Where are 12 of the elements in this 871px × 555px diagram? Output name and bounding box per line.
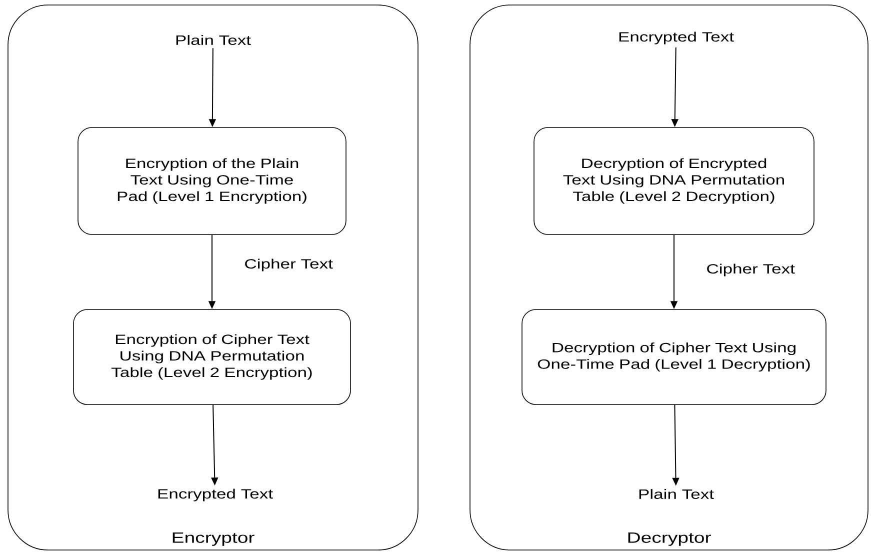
process-box: Decryption of Encrypted Text Using DNA Permutation Table (Level 2 Decryption) <box>534 127 814 235</box>
edge-label: Cipher Text <box>245 258 333 272</box>
flow-text: Encrypted Text <box>158 488 273 502</box>
process-box: Encryption of the Plain Text Using One-Time Pad (Level 1 Encryption) <box>78 127 346 235</box>
edge-label: Cipher Text <box>707 264 795 276</box>
process-box: Decryption of Cipher Text Using One-Time Pad (Level 1 Decryption) <box>522 309 826 405</box>
flow-text: Plain Text <box>176 35 251 45</box>
panel-title: Decryptor <box>628 532 711 546</box>
panel-title: Encryptor <box>172 532 254 546</box>
process-box: Encryption of Cipher Text Using DNA Permutation Table (Level 2 Encryption) <box>73 309 351 405</box>
flow-text: Plain Text <box>639 489 714 499</box>
flow-text: Encrypted Text <box>619 32 734 44</box>
